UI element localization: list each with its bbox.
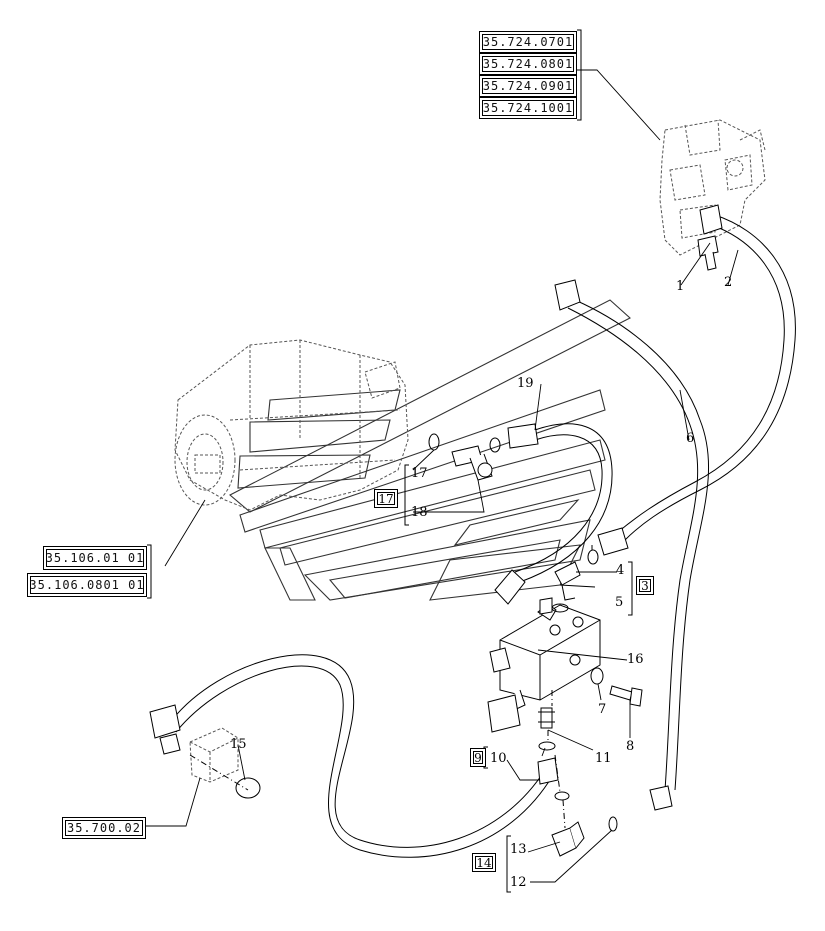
bolt-8 [609, 685, 643, 707]
callout-2: 2 [724, 275, 733, 290]
callout-12: 12 [510, 875, 527, 890]
valve-block [487, 597, 601, 733]
callout-16: 16 [627, 652, 644, 667]
washer-7 [590, 667, 604, 685]
o-ring-upper [551, 603, 569, 613]
fitting-elbow-5 [554, 561, 581, 601]
centerlines [189, 545, 593, 829]
hose-10 [171, 654, 554, 858]
callout-17: 17 [411, 466, 428, 481]
tee-fitting-17 [451, 445, 493, 481]
cap-15 [235, 777, 261, 799]
pump-ref-box-2[interactable]: 35.106.0801 01 [27, 573, 147, 597]
hose-2 [617, 214, 796, 541]
o-ring-18 [489, 437, 501, 453]
callout-7: 7 [598, 702, 607, 717]
callout-15: 15 [230, 737, 247, 752]
tee-fitting-1 [697, 235, 719, 271]
elbow-13 [551, 821, 585, 857]
pump-body [174, 339, 409, 511]
callout-19: 19 [517, 376, 534, 391]
callout-5: 5 [615, 595, 624, 610]
callout-6: 6 [686, 431, 695, 446]
hose-fittings [149, 204, 723, 811]
callout-1: 1 [676, 279, 685, 294]
callout-4: 4 [616, 563, 625, 578]
leader-lines [137, 69, 739, 883]
o-ring-10 [538, 741, 556, 751]
hose-6 [567, 299, 710, 791]
group-box-17[interactable]: 17 [374, 489, 398, 508]
o-ring-4 [587, 549, 599, 565]
control-valve-body [659, 119, 766, 256]
callout-18: 18 [411, 505, 428, 520]
group-box-9[interactable]: 9 [470, 748, 486, 767]
tank-body [189, 727, 239, 783]
tank-ref-box[interactable]: 35.700.02 [62, 817, 146, 839]
o-ring-13 [554, 791, 570, 801]
callout-13: 13 [510, 842, 527, 857]
valve-ref-box-4[interactable]: 35.724.1001 [479, 97, 577, 119]
group-box-14[interactable]: 14 [472, 853, 496, 872]
hose-19 [514, 423, 613, 583]
fitting-11 [538, 707, 555, 729]
group-box-3[interactable]: 3 [636, 576, 654, 595]
callout-8: 8 [626, 739, 635, 754]
valve-ref-box-1[interactable]: 35.724.0701 [479, 31, 577, 53]
o-ring-12 [608, 816, 618, 832]
pump-ref-box-1[interactable]: 35.106.01 01 [43, 546, 147, 570]
callout-10: 10 [490, 751, 507, 766]
valve-ref-box-3[interactable]: 35.724.0901 [479, 75, 577, 97]
callout-11: 11 [595, 751, 612, 766]
valve-ref-box-2[interactable]: 35.724.0801 [479, 53, 577, 75]
group-brackets [147, 29, 633, 893]
